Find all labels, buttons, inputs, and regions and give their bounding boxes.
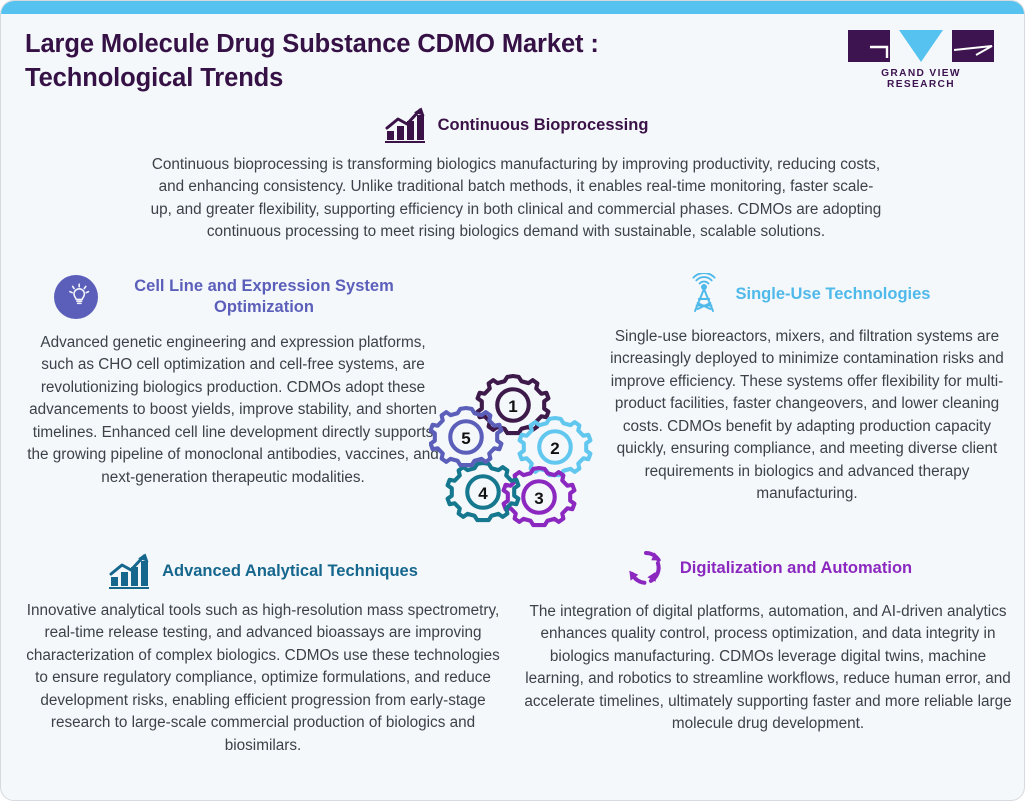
gvr-logo-mark xyxy=(848,30,994,62)
bar-chart-growth-icon xyxy=(108,553,150,589)
gear-3 xyxy=(501,465,577,528)
section-single-use-technologies: Single-Use Technologies Single-use biore… xyxy=(597,273,1017,506)
section-body: Advanced genetic engineering and express… xyxy=(27,334,439,486)
section-body: Continuous bioprocessing is transforming… xyxy=(150,156,882,241)
section-title: Advanced Analytical Techniques xyxy=(162,561,418,580)
gear-label: 3 xyxy=(534,489,543,508)
section-continuous-bioprocessing: Continuous Bioprocessing Continuous biop… xyxy=(149,107,883,244)
gear-5 xyxy=(428,405,504,468)
section-body: Single-use bioreactors, mixers, and filt… xyxy=(610,328,1004,503)
gear-label: 5 xyxy=(461,429,470,448)
head-lightbulb-icon xyxy=(52,273,100,321)
section-body: The integration of digital platforms, au… xyxy=(524,603,1012,733)
gear-1 xyxy=(475,373,551,436)
section-header: Continuous Bioprocessing xyxy=(149,107,883,143)
numbered-gear-cluster: 1 2 3 4 5 xyxy=(428,369,599,529)
section-header: Single-Use Technologies xyxy=(597,273,1017,315)
gear-label: 4 xyxy=(478,484,488,503)
gear-4 xyxy=(445,460,521,523)
brand-logo: GRAND VIEW RESEARCH xyxy=(846,28,996,90)
section-advanced-analytical-techniques: Advanced Analytical Techniques Innovativ… xyxy=(23,553,503,757)
section-header: Cell Line and Expression System Optimiza… xyxy=(23,273,443,321)
circular-arrows-icon xyxy=(624,546,668,590)
gear-label: 1 xyxy=(508,397,517,416)
logo-wordmark: GRAND VIEW RESEARCH xyxy=(881,68,961,90)
top-accent-bar xyxy=(1,1,1024,14)
header: Large Molecule Drug Substance CDMO Marke… xyxy=(1,14,1024,94)
section-body: Innovative analytical tools such as high… xyxy=(26,602,500,754)
section-title: Cell Line and Expression System Optimiza… xyxy=(134,277,394,316)
section-cell-line-expression: Cell Line and Expression System Optimiza… xyxy=(23,273,443,489)
antenna-tower-icon xyxy=(684,273,724,315)
gear-label: 2 xyxy=(550,439,559,458)
page-title: Large Molecule Drug Substance CDMO Marke… xyxy=(25,30,599,93)
section-digitalization-automation: Digitalization and Automation The integr… xyxy=(521,546,1015,736)
section-header: Advanced Analytical Techniques xyxy=(23,553,503,589)
section-title: Continuous Bioprocessing xyxy=(437,115,649,134)
section-title: Single-Use Technologies xyxy=(735,284,931,303)
section-title: Digitalization and Automation xyxy=(679,558,913,577)
section-header: Digitalization and Automation xyxy=(521,546,1015,590)
bar-chart-growth-icon xyxy=(384,107,426,143)
